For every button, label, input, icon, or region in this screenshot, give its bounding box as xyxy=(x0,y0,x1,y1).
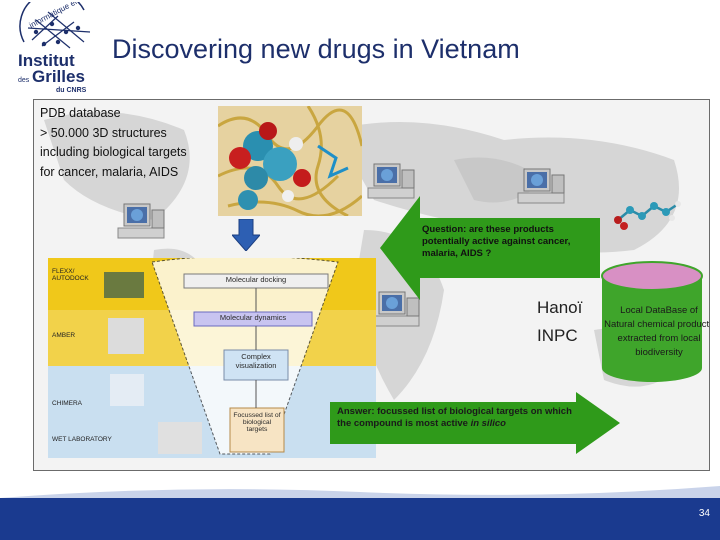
funnel-label-wet-lab: WET LABORATORY xyxy=(52,436,112,443)
funnel-label-autodock: FLEXX/ AUTODOCK xyxy=(52,268,89,282)
pdb-line: including biological targets xyxy=(40,145,187,159)
answer-text: Answer: focussed list of biological targ… xyxy=(337,406,587,430)
down-arrow-icon xyxy=(232,219,260,251)
stage-molecular-dynamics: Molecular dynamics xyxy=(219,313,287,322)
answer-arrow xyxy=(330,392,620,454)
footer-ribbon xyxy=(0,486,720,498)
database-cylinder-icon xyxy=(601,261,703,382)
funnel-label-chimera: CHIMERA xyxy=(52,400,82,407)
logo-line2: Grilles xyxy=(32,67,85,86)
slide-title: Discovering new drugs in Vietnam xyxy=(112,34,520,64)
molecule-model-icon xyxy=(614,201,681,230)
workflow-funnel: FLEXX/ AUTODOCK AMBER CHIMERA WET LABORA… xyxy=(48,258,376,458)
logo-line2-prefix: des xyxy=(18,77,30,84)
logo-line1: Institut xyxy=(18,51,75,70)
stage-focussed-list: Focussed list of biological targets xyxy=(233,412,281,433)
protein-structure-image xyxy=(218,106,362,216)
pdb-line: > 50.000 3D structures xyxy=(40,125,167,140)
stage-complex-visualization: Complex visualization xyxy=(235,352,277,370)
question-arrow xyxy=(380,196,600,300)
computer-server-icon xyxy=(517,168,565,204)
pdb-description: PDB database > 50.000 3D structures incl… xyxy=(40,104,187,182)
city-label: Hanoï xyxy=(537,298,583,317)
pdb-line: for cancer, malaria, AIDS xyxy=(40,164,179,179)
institut-des-grilles-logo: informatique en Institut des Grilles du … xyxy=(18,2,91,94)
page-number: 34 xyxy=(698,508,710,519)
logo-line3: du CNRS xyxy=(56,87,87,94)
footer-bar: 34 xyxy=(0,498,720,540)
question-text: Question: are these products potentially… xyxy=(422,224,571,259)
institute-label: INPC xyxy=(537,326,578,345)
answer-text-main: Answer: focussed list of biological targ… xyxy=(337,406,572,429)
funnel-label-amber: AMBER xyxy=(52,332,76,339)
computer-server-icon xyxy=(367,163,415,199)
stage-molecular-docking: Molecular docking xyxy=(225,275,287,284)
computer-server-icon xyxy=(117,203,165,239)
funnel-graphic xyxy=(48,258,376,458)
logo-arc-text: informatique en xyxy=(28,2,81,30)
pdb-line: PDB database xyxy=(40,106,121,120)
answer-text-italic: in silico xyxy=(470,418,506,429)
content-panel: PDB database > 50.000 3D structures incl… xyxy=(33,99,710,471)
computer-server-icon xyxy=(372,291,420,327)
database-description: Local DataBase of Natural chemical produ… xyxy=(604,305,710,358)
